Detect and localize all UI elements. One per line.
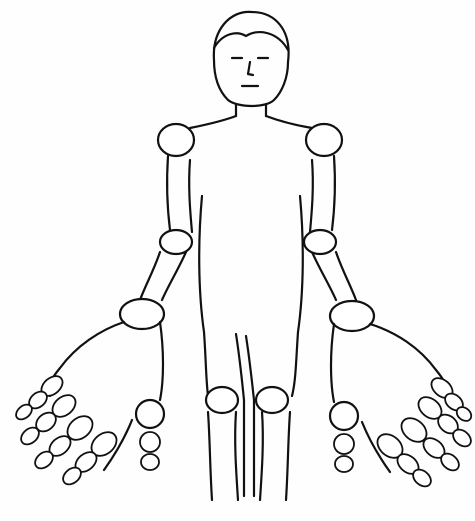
right-palm-inner bbox=[331, 324, 334, 402]
left-shoulder-joint bbox=[158, 124, 194, 156]
legs bbox=[206, 387, 290, 500]
right-arm bbox=[304, 124, 374, 331]
right-forearm-inner bbox=[312, 252, 336, 300]
nose bbox=[248, 62, 253, 75]
right-hand bbox=[330, 324, 474, 490]
right-elbow-joint bbox=[304, 230, 336, 254]
right-leg-inner bbox=[260, 412, 263, 500]
right-upper-arm-outer bbox=[332, 156, 335, 230]
torso-right-side bbox=[292, 196, 303, 396]
right-thumb-joint-3 bbox=[335, 456, 353, 472]
hair-line bbox=[214, 32, 288, 50]
shoulder-line-left bbox=[190, 116, 236, 128]
right-knee-joint bbox=[256, 387, 288, 413]
left-thumb-joint-1 bbox=[136, 400, 164, 428]
shoulder-line-right bbox=[266, 116, 312, 128]
right-thumb-joint-2 bbox=[334, 434, 354, 454]
right-shoulder-joint bbox=[306, 124, 342, 156]
head bbox=[214, 12, 289, 106]
torso-left-side bbox=[199, 196, 208, 396]
left-upper-arm-outer bbox=[167, 156, 170, 230]
left-palm-inner bbox=[160, 322, 163, 400]
left-leg-outer bbox=[208, 412, 212, 500]
left-thumb-joint-3 bbox=[141, 454, 159, 470]
right-upper-arm-inner bbox=[310, 160, 313, 232]
inner-leg-right bbox=[246, 336, 254, 496]
right-wrist-joint bbox=[330, 301, 374, 331]
right-forearm-outer bbox=[336, 252, 356, 300]
left-arm bbox=[120, 124, 194, 329]
head-outline bbox=[214, 12, 289, 106]
left-forearm-inner bbox=[162, 252, 186, 300]
left-thumb-joint-2 bbox=[140, 432, 160, 452]
left-elbow-joint bbox=[160, 230, 192, 254]
left-leg-inner bbox=[235, 412, 238, 500]
left-forearm-outer bbox=[140, 252, 160, 300]
left-wrist-joint bbox=[120, 299, 164, 329]
left-knee-joint bbox=[206, 387, 238, 413]
right-thumb-joint-1 bbox=[330, 402, 358, 430]
left-hand bbox=[13, 322, 164, 488]
right-leg-outer bbox=[286, 412, 290, 500]
left-upper-arm-inner bbox=[189, 160, 192, 232]
